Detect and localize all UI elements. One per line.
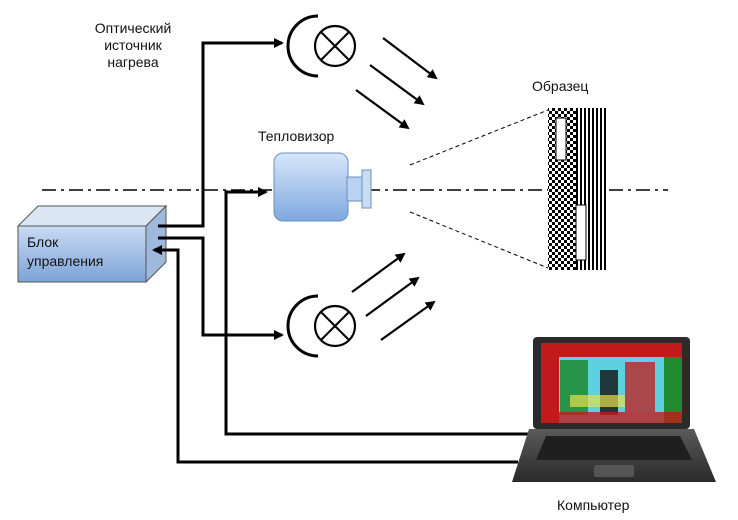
wire-to-top-source xyxy=(158,38,284,228)
label-heat-source-line2: источник xyxy=(104,37,162,53)
label-heat-source-line3: нагрева xyxy=(107,54,159,70)
radiation-arrows-top xyxy=(355,37,438,130)
heat-source-bottom xyxy=(286,294,357,358)
label-control-unit-line2: управления xyxy=(27,253,104,269)
label-control-unit: Блок управления xyxy=(27,233,103,271)
fov-line-top xyxy=(409,109,549,166)
label-sample: Образец xyxy=(532,78,589,94)
wire-computer-to-control xyxy=(152,245,518,464)
radiation-arrows-bottom xyxy=(351,252,436,341)
sample xyxy=(548,108,606,270)
label-computer: Компьютер xyxy=(557,497,630,513)
heat-source-top xyxy=(286,14,357,78)
label-thermal-imager: Тепловизор xyxy=(258,128,335,144)
label-heat-source: Оптический источник нагрева xyxy=(78,20,188,71)
fov-line-bottom xyxy=(409,211,549,269)
label-control-unit-line1: Блок xyxy=(27,234,59,250)
wire-computer-to-imager xyxy=(224,187,532,436)
wire-to-bottom-source xyxy=(158,236,284,340)
label-heat-source-line1: Оптический xyxy=(94,20,172,36)
computer-laptop xyxy=(512,337,716,482)
thermal-imager xyxy=(273,152,372,222)
control-unit xyxy=(16,204,168,284)
